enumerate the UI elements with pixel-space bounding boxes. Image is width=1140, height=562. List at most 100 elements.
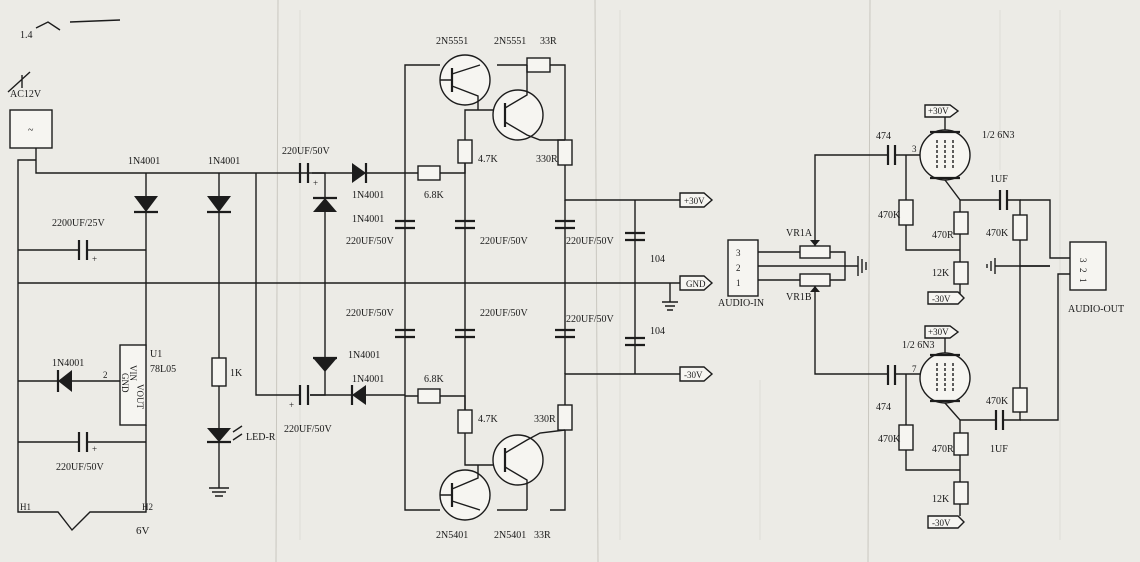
- rail-neg-tag: [679, 366, 714, 382]
- diode-d5: [313, 358, 337, 372]
- pump-cap-bot-label: 220UF/50V: [284, 424, 333, 435]
- regulator-78l05: [119, 344, 147, 426]
- paper-background: [275, 0, 1061, 562]
- svg-text:GND: GND: [686, 279, 706, 289]
- d1-label: 1N4001: [128, 156, 160, 167]
- out-top-signal: [1020, 199, 1070, 259]
- ac-arrow: [7, 71, 31, 93]
- d5-label: 1N4001: [348, 350, 380, 361]
- r33-bot-label: 33R: [534, 530, 551, 541]
- svg-text:3: 3: [736, 248, 741, 258]
- reg-out-cap-label: 220UF/50V: [56, 462, 105, 473]
- resistor-33r-top: [526, 57, 551, 73]
- tube-bot-neg-tag: [927, 515, 965, 529]
- resistor-4k7-bot: [457, 409, 473, 434]
- rail-ground-symbol: [662, 283, 678, 311]
- led-indicator: [207, 428, 231, 442]
- reg-part-label: 78L05: [150, 364, 176, 375]
- r470r-top-label: 470R: [932, 230, 954, 241]
- tube-top-pos-tag: [924, 104, 960, 118]
- c-top-2-label: 220UF/50V: [480, 236, 529, 247]
- diode-d4: [313, 198, 337, 212]
- r330-top-label: 330R: [536, 154, 558, 165]
- resistor-470k-out-top: [1012, 214, 1028, 241]
- resistor-470k-grid-bot: [898, 424, 914, 451]
- svg-text:-30V: -30V: [932, 518, 951, 528]
- pot-vr1b: [799, 273, 831, 287]
- q-bot-2-label: 2N5401: [494, 530, 526, 541]
- audio-in-label: AUDIO-IN: [718, 298, 764, 309]
- rail-pos-tag: [679, 192, 714, 208]
- resistor-330r-top: [557, 139, 573, 166]
- svg-text:VIN: VIN: [128, 365, 138, 381]
- resistor-1k: [211, 357, 227, 387]
- resistor-12k-top: [953, 261, 969, 285]
- c-bot-3-label: 220UF/50V: [566, 314, 615, 325]
- svg-text:+: +: [313, 178, 318, 188]
- heater-output-wire: [17, 500, 147, 532]
- r33-top-label: 33R: [540, 36, 557, 47]
- resistor-470k-out-bot: [1012, 387, 1028, 413]
- diode-d2: [207, 196, 231, 212]
- svg-text:+30V: +30V: [928, 327, 949, 337]
- audio-in-connector: [727, 239, 759, 297]
- svg-text:VOUT: VOUT: [135, 384, 145, 409]
- resistor-6k8-top: [417, 165, 441, 181]
- resistor-12k-bot: [953, 481, 969, 505]
- svg-text:+30V: +30V: [928, 106, 949, 116]
- diode-d7: [352, 385, 366, 405]
- pot-vr1a: [799, 245, 831, 259]
- d3-label: 1N4001: [52, 358, 84, 369]
- tube-bot-pos-tag: [924, 325, 960, 339]
- resistor-4k7-top: [457, 139, 473, 164]
- ac-line-wire: [35, 148, 405, 174]
- reg-out-wire: [18, 425, 147, 500]
- r470k-g-bot-label: 470K: [878, 434, 901, 445]
- svg-text:1: 1: [736, 278, 741, 288]
- svg-text:2: 2: [1078, 268, 1088, 273]
- diode-d3: [58, 370, 72, 392]
- tube-top-neg-tag: [927, 291, 965, 305]
- ac-input-label: AC12V: [10, 89, 42, 100]
- rail-gnd-tag: [679, 275, 714, 291]
- r68k-top-label: 6.8K: [424, 190, 445, 201]
- c1uf-top-label: 1UF: [990, 174, 1008, 185]
- c-bot-1-label: 220UF/50V: [346, 308, 395, 319]
- filter-cap-label: 2200UF/25V: [52, 218, 106, 229]
- pot-ground: [830, 251, 867, 281]
- out-bot-signal: [1020, 273, 1070, 421]
- pot-wiper-wires: [814, 154, 888, 375]
- diode-d1: [134, 196, 158, 212]
- svg-text:1: 1: [1078, 278, 1088, 283]
- vr1b-label: VR1B: [786, 292, 812, 303]
- svg-text:7: 7: [912, 364, 917, 374]
- pos-reg-wire: [404, 64, 680, 201]
- svg-text:GND: GND: [120, 373, 130, 393]
- svg-text:H2: H2: [142, 502, 153, 512]
- r-led-label: 1K: [230, 368, 243, 379]
- power-supply-section: 1.4 AC12V ~ 1N4001 1N4001 + 2200UF/25V V…: [7, 19, 690, 537]
- left-return-top: [17, 159, 36, 190]
- r470k-o-bot-label: 470K: [986, 396, 1009, 407]
- c104-top-label: 104: [650, 254, 665, 265]
- svg-text:2: 2: [103, 370, 108, 380]
- page-mark-scribble: [35, 19, 121, 31]
- diode-d6: [352, 163, 366, 183]
- r12k-bot-label: 12K: [932, 494, 950, 505]
- svg-text:+: +: [289, 400, 294, 410]
- audio-out-connector: [1069, 241, 1107, 291]
- pump-left-wire: [255, 173, 300, 396]
- c1uf-bot-label: 1UF: [990, 444, 1008, 455]
- svg-text:+30V: +30V: [684, 196, 705, 206]
- ac-input-connector: [9, 109, 53, 149]
- r47k-top-label: 4.7K: [478, 154, 499, 165]
- svg-text:H1: H1: [20, 502, 31, 512]
- svg-text:3: 3: [1078, 258, 1088, 263]
- neg-reg-drive: [405, 395, 505, 466]
- tube-bot-label: 1/2 6N3: [902, 340, 935, 351]
- audio-out-label: AUDIO-OUT: [1068, 304, 1124, 315]
- c-top-1-label: 220UF/50V: [346, 236, 395, 247]
- r68k-bot-label: 6.8K: [424, 374, 445, 385]
- pos-cap-wires: [404, 163, 636, 283]
